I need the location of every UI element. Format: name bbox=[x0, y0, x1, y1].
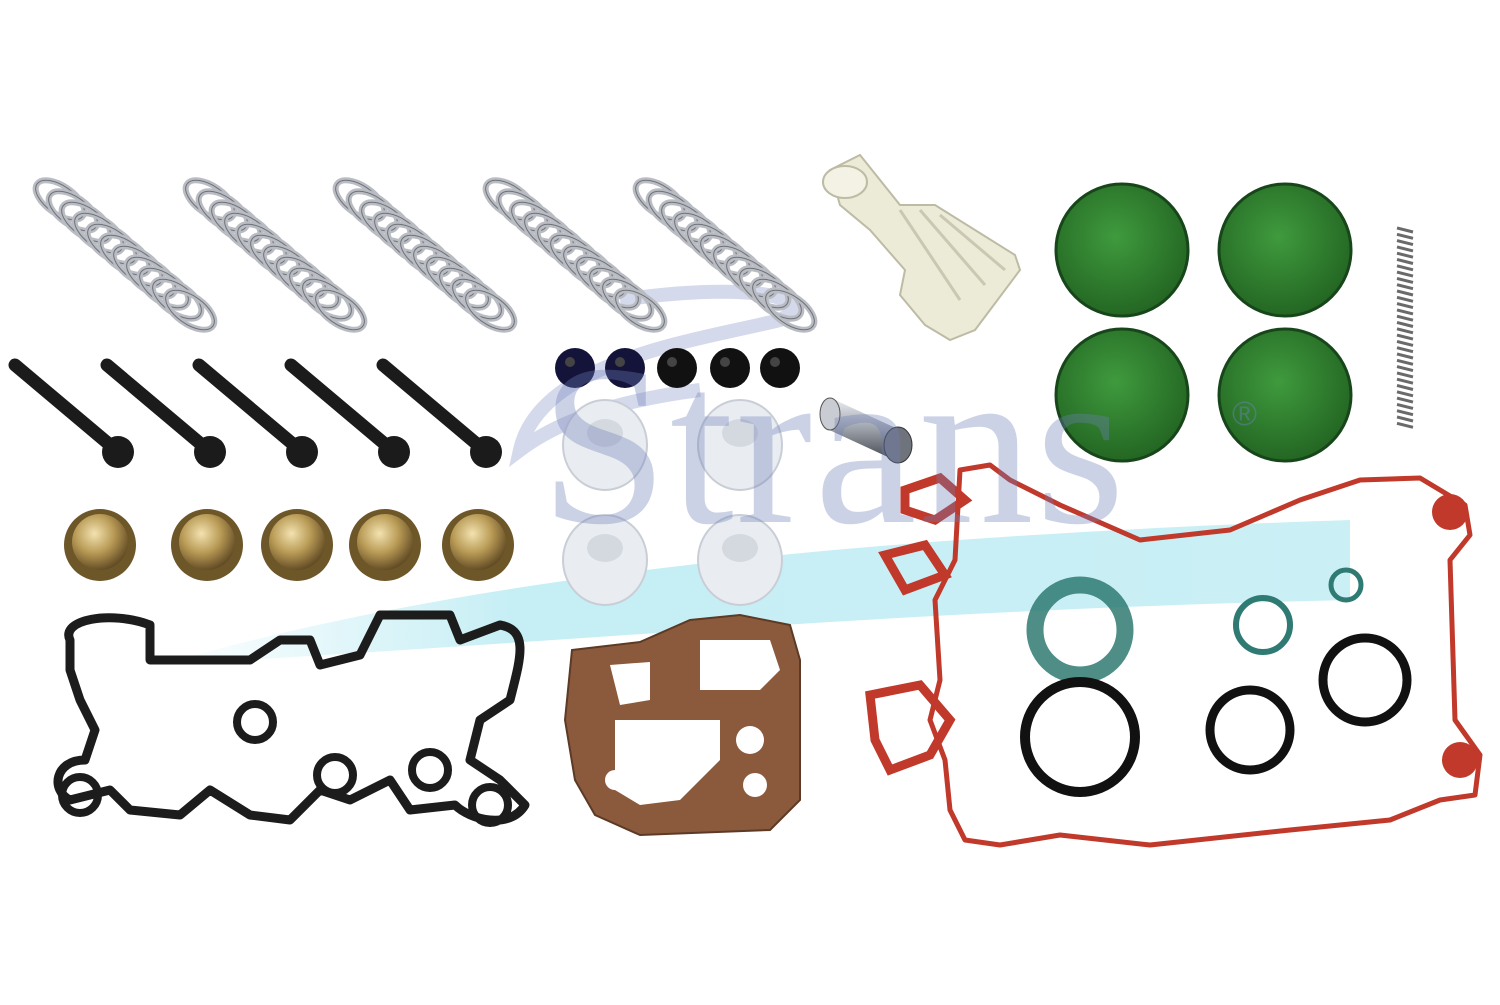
oring-group bbox=[1020, 567, 1412, 797]
small-spring-coil bbox=[1396, 358, 1414, 366]
metal-sleeve bbox=[819, 397, 913, 464]
compression-spring bbox=[632, 177, 818, 333]
small-spring-coil bbox=[1396, 352, 1414, 360]
small-spring-coil bbox=[1396, 270, 1414, 278]
green-cap bbox=[1217, 182, 1353, 318]
green-cap bbox=[1054, 182, 1190, 318]
brass-cap-group bbox=[64, 509, 514, 581]
hex-bolt bbox=[376, 358, 502, 468]
small-spring-coil bbox=[1396, 258, 1414, 265]
small-spring-coil bbox=[1396, 295, 1414, 303]
white-bushing bbox=[562, 514, 648, 606]
small-spring-coil bbox=[1396, 339, 1414, 347]
small-spring-coil bbox=[1396, 377, 1414, 385]
small-spring-coil bbox=[1396, 421, 1414, 429]
black-seal bbox=[555, 348, 595, 388]
small-spring-coil bbox=[1396, 371, 1414, 379]
registered-mark: ® bbox=[1232, 395, 1258, 433]
black-seal bbox=[710, 348, 750, 388]
white-bushing bbox=[697, 399, 783, 491]
black-gasket bbox=[53, 610, 530, 827]
small-spring-coil bbox=[1396, 302, 1414, 310]
hex-bolt bbox=[284, 358, 410, 468]
hex-bolt bbox=[100, 358, 226, 468]
black-seal bbox=[605, 348, 645, 388]
compression-spring bbox=[332, 177, 518, 333]
small-spring-coil bbox=[1396, 226, 1414, 234]
small-spring-coil bbox=[1396, 232, 1414, 240]
white-bushing bbox=[562, 399, 648, 491]
hex-bolt bbox=[8, 358, 134, 468]
small-spring-coil bbox=[1396, 346, 1414, 354]
hex-bolt bbox=[192, 358, 318, 468]
small-spring-coil bbox=[1396, 283, 1414, 291]
small-spring-coil bbox=[1396, 289, 1414, 297]
small-spring-coil bbox=[1396, 314, 1414, 322]
brass-cap bbox=[349, 509, 421, 581]
fiber-gasket bbox=[563, 613, 801, 837]
small-spring-coil bbox=[1396, 321, 1414, 328]
black-seal-group bbox=[555, 348, 800, 388]
white-rubber-boot bbox=[822, 153, 1022, 342]
compression-spring bbox=[182, 177, 368, 333]
black-seal bbox=[760, 348, 800, 388]
small-spring bbox=[1396, 226, 1414, 429]
small-spring-coil bbox=[1396, 402, 1414, 410]
small-spring-coil bbox=[1396, 327, 1414, 335]
brass-cap bbox=[171, 509, 243, 581]
small-spring-coil bbox=[1396, 308, 1414, 316]
green-cap bbox=[1217, 327, 1353, 463]
small-spring-coil bbox=[1396, 365, 1414, 373]
small-spring-coil bbox=[1396, 333, 1414, 341]
green-cap bbox=[1054, 327, 1190, 463]
brass-cap bbox=[64, 509, 136, 581]
black-seal bbox=[657, 348, 697, 388]
brass-cap bbox=[442, 509, 514, 581]
compression-spring bbox=[482, 177, 668, 333]
small-spring-coil bbox=[1396, 409, 1414, 417]
small-spring-coil bbox=[1396, 390, 1414, 398]
small-spring-coil bbox=[1396, 239, 1414, 247]
white-bushing-group bbox=[562, 399, 783, 606]
brass-cap bbox=[261, 509, 333, 581]
small-spring-coil bbox=[1396, 245, 1414, 253]
bolt-group bbox=[8, 358, 502, 468]
compression-spring bbox=[32, 177, 218, 333]
small-spring-coil bbox=[1396, 384, 1414, 391]
small-spring-coil bbox=[1396, 276, 1414, 284]
red-gasket bbox=[865, 462, 1483, 848]
small-spring-coil bbox=[1396, 251, 1414, 259]
spring-group bbox=[32, 177, 818, 333]
small-spring-coil bbox=[1396, 415, 1414, 423]
white-bushing bbox=[697, 514, 783, 606]
small-spring-coil bbox=[1396, 264, 1414, 272]
green-cap-group bbox=[1054, 182, 1353, 463]
small-spring-coil bbox=[1396, 396, 1414, 404]
